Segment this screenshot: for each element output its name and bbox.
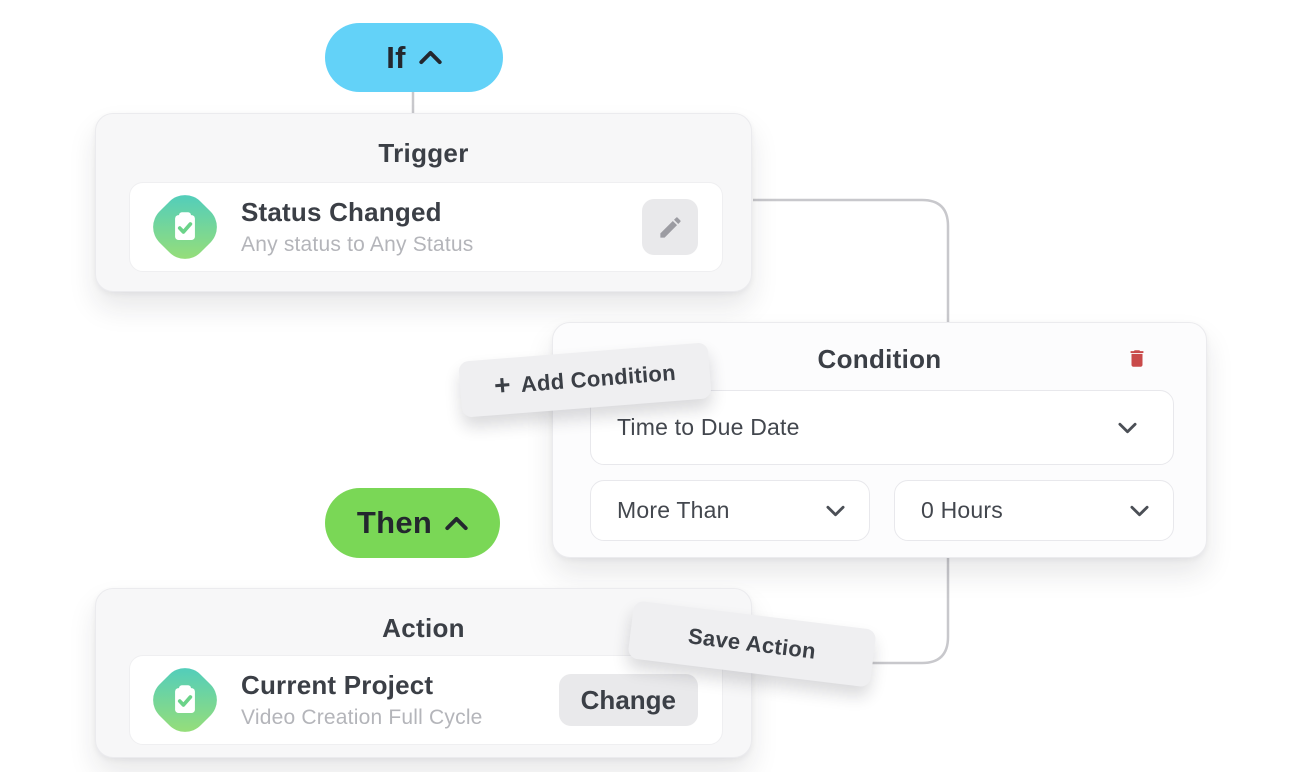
condition-field-dropdown[interactable]: Time to Due Date: [590, 390, 1174, 465]
plus-icon: +: [492, 368, 512, 402]
condition-value-value: 0 Hours: [921, 497, 1003, 523]
condition-value-dropdown[interactable]: 0 Hours: [894, 480, 1174, 541]
trash-icon: [1130, 349, 1144, 367]
action-card-title: Action: [382, 613, 465, 643]
chevron-down-icon: [826, 505, 845, 516]
chevron-down-icon: [1118, 422, 1137, 433]
chevron-down-icon: [1130, 505, 1149, 516]
connector-trigger-to-condition: [753, 198, 950, 323]
condition-field-value: Time to Due Date: [617, 414, 800, 440]
condition-operator-value: More Than: [617, 497, 730, 523]
action-item-subtitle: Video Creation Full Cycle: [241, 706, 483, 729]
pencil-icon: [659, 216, 681, 238]
action-item-row: Current Project Video Creation Full Cycl…: [129, 655, 723, 745]
save-action-label: Save Action: [686, 623, 818, 664]
action-item-title: Current Project: [241, 670, 434, 700]
if-pill-label: If: [386, 39, 406, 75]
change-project-button[interactable]: Change: [558, 674, 698, 726]
trigger-item-title: Status Changed: [241, 197, 442, 227]
then-pill-button[interactable]: Then: [325, 488, 500, 558]
condition-card-title: Condition: [817, 344, 942, 374]
condition-card: Condition Time to Due Date More Than 0 H…: [552, 322, 1207, 558]
condition-operator-dropdown[interactable]: More Than: [590, 480, 870, 541]
if-pill-button[interactable]: If: [325, 23, 503, 92]
trigger-item-row: Status Changed Any status to Any Status: [129, 182, 723, 272]
trigger-card: Trigger Status Changed Any status to Any…: [95, 113, 752, 292]
action-item-texts: Current Project Video Creation Full Cycl…: [241, 670, 559, 730]
add-condition-label: Add Condition: [519, 359, 677, 398]
trigger-card-title: Trigger: [378, 138, 469, 168]
clipboard-check-icon: [143, 185, 227, 269]
chevron-up-icon: [445, 516, 468, 530]
delete-condition-button[interactable]: [1120, 341, 1154, 375]
trigger-item-texts: Status Changed Any status to Any Status: [241, 197, 642, 257]
edit-trigger-button[interactable]: [642, 199, 698, 255]
then-pill-label: Then: [356, 505, 433, 540]
chevron-up-icon: [419, 50, 442, 65]
clipboard-check-icon: [143, 658, 227, 742]
connector-condition-to-action: [758, 557, 950, 665]
trigger-item-subtitle: Any status to Any Status: [241, 233, 474, 256]
